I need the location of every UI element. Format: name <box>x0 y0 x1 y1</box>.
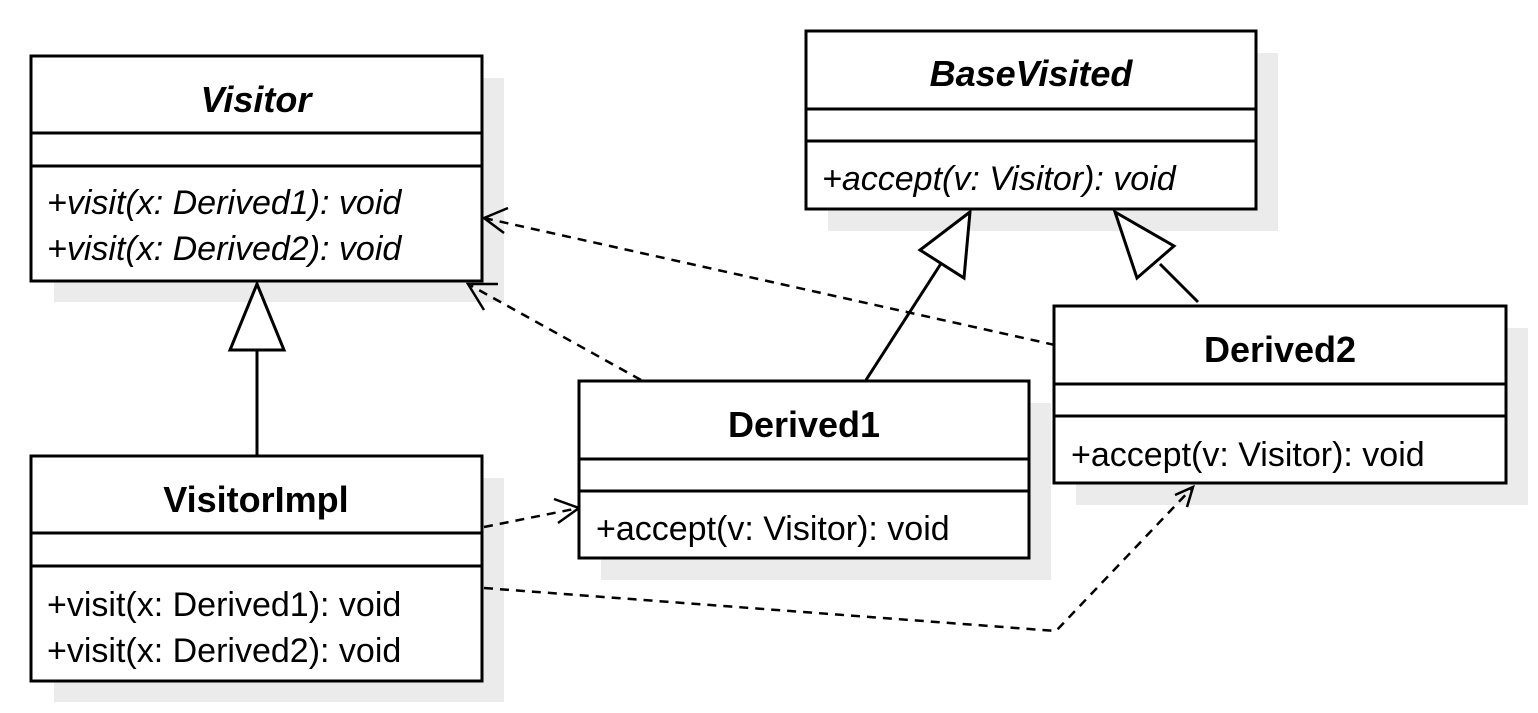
class-name: Derived1 <box>728 404 880 445</box>
operation: +visit(x: Derived1): void <box>47 586 401 624</box>
class-box <box>577 379 1031 560</box>
class-derived1[interactable]: Derived1 +accept(v: Visitor): void <box>577 379 1031 560</box>
class-box <box>29 54 484 283</box>
operation: +accept(v: Visitor): void <box>822 160 1177 198</box>
class-name: Derived2 <box>1204 329 1356 370</box>
class-derived2[interactable]: Derived2 +accept(v: Visitor): void <box>1052 304 1508 485</box>
open-arrowhead-icon <box>1174 484 1195 508</box>
class-box <box>29 454 484 683</box>
generalization-arrowhead-icon <box>1112 208 1177 281</box>
open-arrowhead-icon <box>481 206 509 234</box>
dependency-visitorimpl-derived2 <box>483 486 1194 633</box>
operation: +visit(x: Derived2): void <box>47 230 402 268</box>
generalization-derived1-basevisited <box>864 261 944 381</box>
generalization-arrowhead-icon <box>917 208 972 281</box>
class-box <box>804 29 1258 211</box>
operation: +accept(v: Visitor): void <box>1071 436 1425 474</box>
class-base-visited[interactable]: BaseVisited +accept(v: Visitor): void <box>804 29 1258 211</box>
dependency-derived1-visitor <box>467 282 642 382</box>
open-arrowhead-icon <box>465 282 498 311</box>
dependency-derived2-visitor <box>483 216 1056 347</box>
dependency-visitorimpl-derived1 <box>483 506 580 529</box>
generalization-derived2-basevisited <box>1158 262 1200 304</box>
generalization-arrowhead-icon <box>227 280 287 352</box>
relationship-edges <box>227 206 1200 633</box>
class-name: BaseVisited <box>930 53 1134 94</box>
class-name: Visitor <box>201 79 314 120</box>
class-visitor[interactable]: Visitor +visit(x: Derived1): void +visit… <box>29 54 484 283</box>
operation: +visit(x: Derived2): void <box>47 632 401 670</box>
class-box <box>1052 304 1508 485</box>
class-visitor-impl[interactable]: VisitorImpl +visit(x: Derived1): void +v… <box>29 454 484 683</box>
operation: +accept(v: Visitor): void <box>596 510 950 548</box>
class-name: VisitorImpl <box>163 479 348 520</box>
operation: +visit(x: Derived1): void <box>47 184 402 222</box>
